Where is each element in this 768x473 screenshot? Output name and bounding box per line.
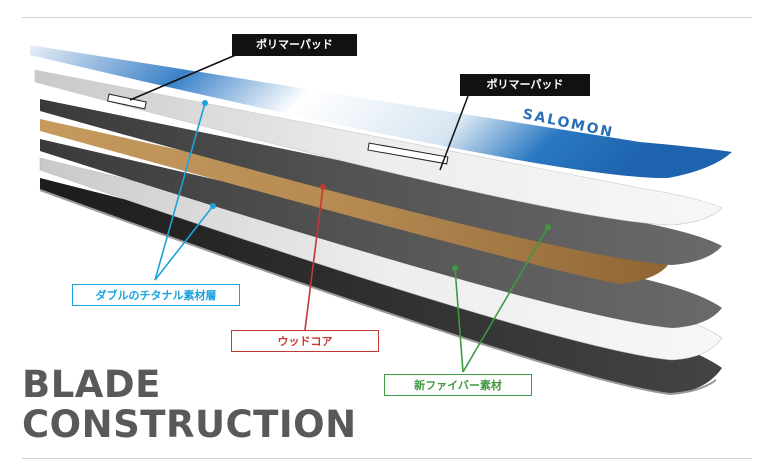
polymer-pad-insert-right xyxy=(367,142,449,165)
layer-topsheet xyxy=(30,45,732,179)
leader-fiber-a xyxy=(454,267,464,373)
dot-wood xyxy=(320,184,326,190)
leader-polymer-right xyxy=(439,95,469,171)
leader-titanal-b xyxy=(154,205,214,281)
polymer-pad-insert-left xyxy=(106,93,147,110)
dot-titanal-a xyxy=(202,100,208,106)
leader-titanal-a xyxy=(154,102,206,281)
dot-titanal-b xyxy=(210,203,216,209)
leader-wood xyxy=(304,186,324,331)
callout-wood-core: ウッドコア xyxy=(231,330,379,352)
leader-fiber-b xyxy=(462,226,549,373)
callout-polymer-pad-left: ポリマーパッド xyxy=(232,34,357,56)
bottom-divider xyxy=(22,458,752,459)
dot-fiber-a xyxy=(452,265,458,271)
layer-fiber-upper xyxy=(40,99,722,265)
leader-polymer-left xyxy=(129,53,239,101)
callout-polymer-pad-right: ポリマーパッド xyxy=(460,74,590,96)
layer-base xyxy=(40,178,722,394)
callout-titanal-double: ダブルのチタナル素材層 xyxy=(72,284,240,306)
dot-fiber-b xyxy=(545,224,551,230)
layer-base-edge xyxy=(39,189,717,396)
top-divider xyxy=(22,17,752,18)
layer-wood-core xyxy=(40,119,668,284)
layer-titanal-lower xyxy=(40,139,722,328)
title-line-1: BLADE xyxy=(22,363,161,406)
callout-new-fiber: 新ファイバー素材 xyxy=(384,374,532,396)
title-line-2: CONSTRUCTION xyxy=(22,403,357,446)
